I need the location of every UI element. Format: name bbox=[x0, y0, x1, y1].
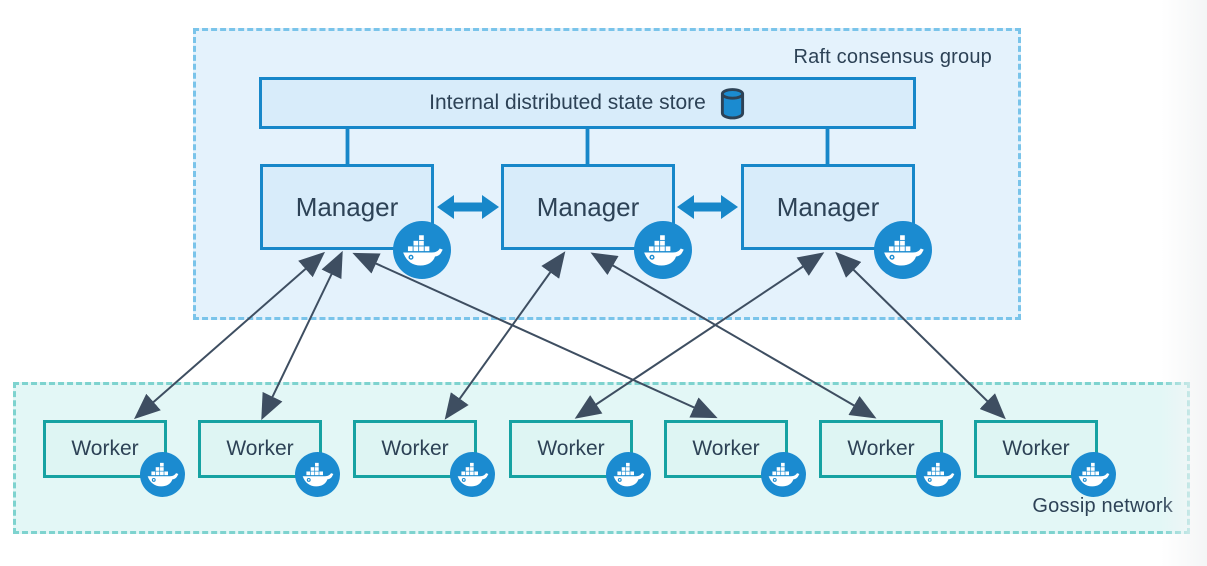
worker-label: Worker bbox=[847, 437, 915, 460]
docker-icon bbox=[393, 221, 451, 279]
worker-label: Worker bbox=[537, 437, 605, 460]
worker-node-7: Worker bbox=[974, 420, 1116, 497]
worker-node-4: Worker bbox=[509, 420, 651, 497]
docker-icon bbox=[606, 452, 651, 497]
manager-node-1: Manager bbox=[260, 164, 451, 279]
state-store-node: Internal distributed state store bbox=[259, 77, 916, 129]
worker-node-1: Worker bbox=[43, 420, 185, 497]
manager-label: Manager bbox=[295, 191, 399, 222]
raft-consensus-group-label: Raft consensus group bbox=[793, 46, 992, 68]
state-store-label: Internal distributed state store bbox=[429, 91, 706, 114]
worker-label: Worker bbox=[692, 437, 760, 460]
docker-icon bbox=[450, 452, 495, 497]
manager-label: Manager bbox=[776, 191, 880, 222]
worker-label: Worker bbox=[226, 437, 294, 460]
worker-label: Worker bbox=[381, 437, 449, 460]
manager-node-2: Manager bbox=[501, 164, 692, 279]
docker-icon bbox=[634, 221, 692, 279]
manager-node-3: Manager bbox=[741, 164, 932, 279]
worker-label: Worker bbox=[1002, 437, 1070, 460]
gossip-network-label: Gossip network bbox=[1032, 495, 1173, 517]
worker-node-3: Worker bbox=[353, 420, 495, 497]
docker-icon bbox=[916, 452, 961, 497]
docker-icon bbox=[1071, 452, 1116, 497]
docker-icon bbox=[761, 452, 806, 497]
worker-node-5: Worker bbox=[664, 420, 806, 497]
docker-icon bbox=[874, 221, 932, 279]
database-icon bbox=[719, 87, 746, 120]
docker-icon bbox=[140, 452, 185, 497]
worker-label: Worker bbox=[71, 437, 139, 460]
manager-label: Manager bbox=[536, 191, 640, 222]
docker-icon bbox=[295, 452, 340, 497]
worker-node-2: Worker bbox=[198, 420, 340, 497]
worker-node-6: Worker bbox=[819, 420, 961, 497]
